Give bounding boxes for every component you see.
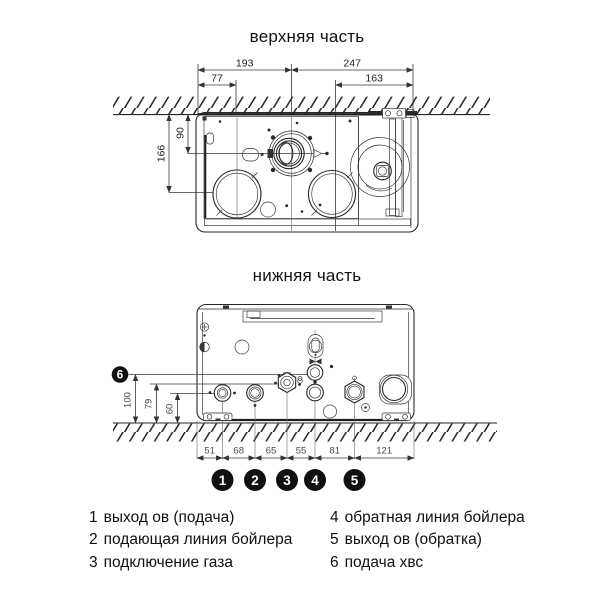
legend-item-1: 1 выход ов (подача): [89, 507, 330, 529]
dim-55: 55: [296, 446, 307, 457]
callout-1: 1: [211, 469, 234, 491]
dim-81: 81: [329, 446, 340, 457]
top-view: 193 247 77 163 166 90: [113, 58, 490, 233]
top-view-title: верхняя часть: [249, 27, 365, 46]
legend-num-1: 1: [89, 509, 98, 526]
legend-num-4: 4: [330, 509, 339, 526]
dim-90: 90: [175, 127, 187, 139]
ceiling-hatch: [113, 96, 490, 116]
fitting-2-boiler-supply: [246, 384, 264, 407]
fitting-4-boiler-return: [306, 383, 324, 402]
panel-hole-circle: [234, 339, 250, 355]
dim-77: 77: [211, 73, 223, 85]
dim-68: 68: [233, 446, 244, 457]
legend-item-4: 4 обратная линия бойлера: [330, 507, 600, 529]
right-mounting-foot: [381, 412, 411, 421]
right-opening-circle: [307, 169, 357, 219]
top-horizontal-dimensions: 193 247 77 163: [197, 58, 414, 231]
dim-60: 60: [165, 404, 176, 415]
dim-247: 247: [343, 58, 361, 70]
legend-label-2: подающая линия бойлера: [103, 531, 293, 549]
callout-2-number: 2: [251, 473, 259, 488]
legend-label-6: подача хвс: [344, 553, 424, 571]
legend: 1 выход ов (подача) 2 подающая линия бойле…: [0, 507, 600, 574]
left-opening-circle: [212, 169, 262, 219]
small-opening-circle: [260, 201, 276, 218]
fan-assembly: [350, 108, 415, 226]
callout-6-number: 6: [117, 369, 123, 381]
flue-assembly: [267, 130, 323, 177]
callout-3: 3: [276, 469, 298, 491]
legend-item-3: 3 подключение газа: [89, 552, 330, 574]
drain-opening: [379, 374, 412, 405]
callout-1-number: 1: [219, 473, 227, 488]
dim-163: 163: [365, 73, 383, 85]
left-panel-screws: [199, 322, 210, 353]
callout-6: 6: [111, 366, 129, 383]
legend-num-5: 5: [330, 531, 339, 549]
misc-small-parts: [297, 364, 370, 419]
fitting-6-cold-water: [306, 364, 324, 384]
callout-badges: 1 2 3 4 5: [211, 469, 366, 491]
legend-label-3: подключение газа: [103, 553, 233, 571]
bottom-vertical-dimensions: 100 79 60: [123, 374, 181, 424]
callout-4: 4: [304, 469, 326, 491]
legend-item-5: 5 выход ов (обратка): [330, 529, 600, 551]
callout-5-number: 5: [351, 473, 359, 488]
legend-label-1: выход ов (подача): [103, 509, 235, 526]
bottom-view-casing: [196, 303, 415, 422]
mounting-slot-oval: [242, 148, 264, 162]
top-vertical-dimensions: 166 90: [156, 114, 329, 193]
legend-label-5: выход ов (обратка): [344, 531, 482, 549]
legend-num-2: 2: [89, 531, 98, 549]
bottom-view-title: нижняя часть: [252, 266, 362, 285]
legend-item-6: 6 подача хвс: [330, 552, 600, 574]
callout-3-number: 3: [283, 473, 291, 488]
left-mounting-foot: [203, 412, 233, 421]
bottom-spacing-dimensions: 51 68 65 55 81 121: [196, 446, 415, 461]
legend-item-2: 2 подающая линия бойлера: [89, 529, 330, 551]
dim-79: 79: [144, 399, 155, 410]
dim-121: 121: [376, 446, 392, 457]
callout-5: 5: [343, 469, 366, 491]
callout-2: 2: [244, 469, 266, 491]
fitting-1-heating-supply: [208, 384, 236, 402]
dim-65: 65: [266, 446, 277, 457]
dim-51: 51: [204, 446, 215, 457]
dim-166: 166: [156, 145, 168, 163]
legend-column-2: 4 обратная линия бойлера 5 выход ов (обрат…: [330, 507, 600, 574]
dim-193: 193: [236, 58, 254, 70]
top-view-centerlines: [236, 117, 292, 231]
legend-label-4: обратная линия бойлера: [344, 509, 525, 526]
relief-valve: [307, 334, 324, 365]
legend-num-6: 6: [330, 553, 339, 571]
legend-column-1: 1 выход ов (подача) 2 подающая линия бойле…: [89, 507, 330, 574]
legend-num-3: 3: [89, 553, 98, 571]
callout-4-number: 4: [311, 473, 319, 488]
floor-hatch: [113, 422, 497, 442]
bottom-view: 100 79 60 6 51 68 65 55 81: [111, 303, 497, 491]
fitting-3-gas: [274, 371, 303, 394]
fitting-5-heating-return: [344, 375, 365, 404]
dim-100: 100: [123, 392, 134, 408]
